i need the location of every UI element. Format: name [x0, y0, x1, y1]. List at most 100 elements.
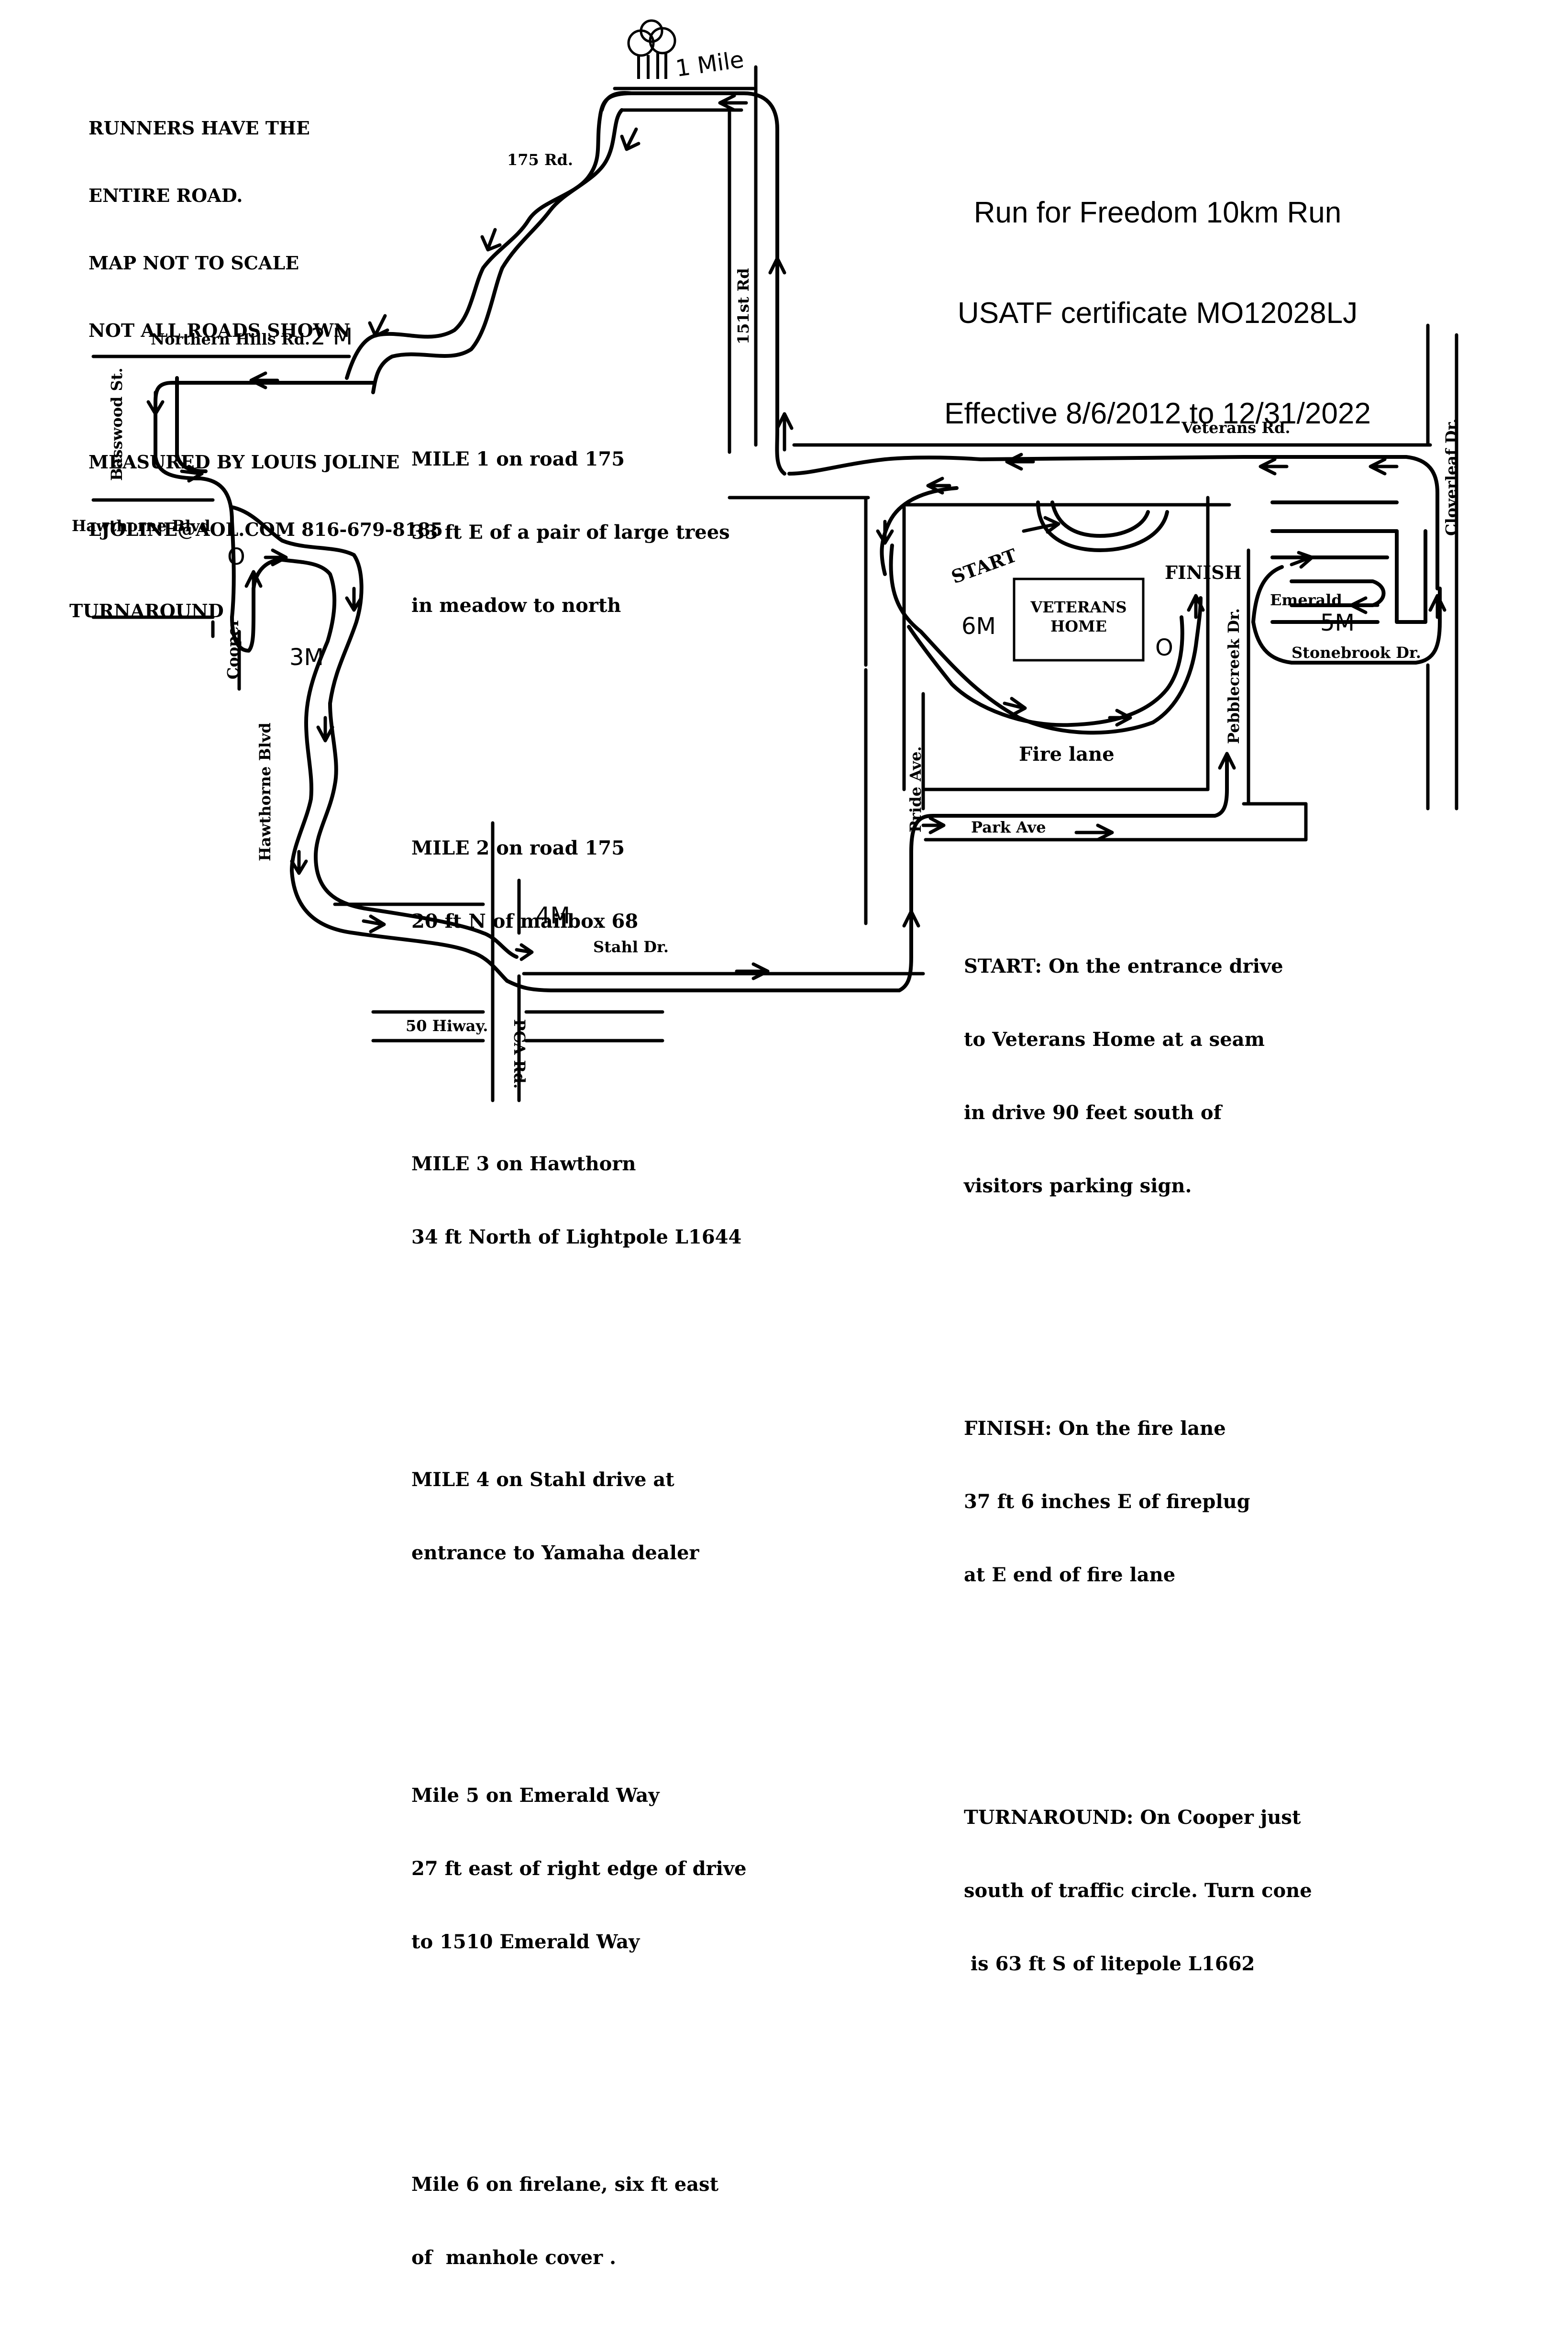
header-note-line-1: RUNNERS HAVE THE	[88, 117, 310, 139]
label-50-hiway: 50 Hiway.	[406, 1017, 488, 1035]
arrow-fire-lane-east	[1108, 709, 1132, 727]
marker-circle-west: O	[227, 544, 245, 570]
arrow-start	[1022, 516, 1060, 534]
mile-note-1-line-2: 33 ft E of a pair of large trees	[411, 521, 730, 544]
label-cloverleaf: Cloverleaf Dr.	[1442, 418, 1460, 536]
arrow-finish-north	[1187, 594, 1205, 619]
label-basswood: Basswood St.	[108, 367, 126, 481]
route-175-wavy-outer	[345, 91, 633, 380]
mile-note-5-line-3: to 1510 Emerald Way	[411, 1931, 640, 1953]
arrow-151st-north	[768, 256, 786, 327]
arrow-hawthorne-east	[362, 914, 386, 933]
arrow-cooper-up	[244, 570, 263, 600]
route-175-wavy-inner	[371, 108, 624, 394]
arrow-cloverleaf-north	[1428, 594, 1447, 619]
veterans-home-building	[1013, 577, 1145, 662]
course-map: VETERANS HOME 175 Rd. Northern Hills Rd.…	[69, 19, 1460, 1102]
arrow-park-east-2	[921, 816, 946, 834]
arrow-veterans-west-3	[1369, 457, 1399, 476]
finish-note: FINISH: On the fire lane 37 ft 6 inches …	[964, 1367, 1312, 1636]
arrow-175-sw-2	[480, 228, 502, 252]
label-pride-ave: Pride Ave.	[906, 746, 925, 833]
mile-note-2: MILE 2 on road 175 20 ft N of mailbox 68	[411, 787, 747, 982]
route-pebblecreek-loop	[1251, 565, 1284, 624]
mile-note-4-head: MILE 4 on Stahl drive at	[411, 1468, 674, 1491]
arrow-pebblecreek-north	[1218, 752, 1236, 777]
finish-label: FINISH	[1165, 562, 1242, 583]
mile-note-3: MILE 3 on Hawthorn 34 ft North of Lightp…	[411, 1103, 747, 1298]
marker-mile-2: 2 M	[311, 323, 353, 350]
route-campus-inner-loop	[880, 486, 959, 576]
start-note-line-3: in drive 90 feet south of	[964, 1101, 1222, 1124]
arrow-hawthorne-se	[180, 465, 204, 483]
mile-notes: MILE 1 on road 175 33 ft E of a pair of …	[411, 349, 747, 2343]
route-entrance-drive-inner	[1050, 500, 1150, 538]
mile-note-6: Mile 6 on firelane, six ft east of manho…	[411, 2123, 747, 2319]
label-pca-rd: PCA Rd.	[510, 1019, 529, 1089]
header-note: RUNNERS HAVE THE ENTIRE ROAD. MAP NOT TO…	[88, 72, 443, 563]
start-note-line-4: visitors parking sign.	[964, 1175, 1192, 1197]
arrow-basswood-south	[146, 390, 165, 416]
arrow-emerald-east	[1290, 551, 1314, 569]
finish-note-line-3: at E end of fire lane	[964, 1564, 1176, 1586]
finish-note-line-2: 37 ft 6 inches E of fireplug	[964, 1490, 1250, 1513]
label-veterans-rd: Veterans Rd.	[1181, 419, 1291, 437]
mile-note-2-head: MILE 2 on road 175	[411, 837, 625, 859]
label-emerald: Emerald	[1270, 591, 1342, 609]
mile-note-6-head: Mile 6 on firelane, six ft east	[411, 2173, 719, 2196]
arrow-fire-lane-se	[1003, 697, 1027, 717]
turnaround-note-line-2: south of traffic circle. Turn cone	[964, 1879, 1312, 1902]
arrow-stahl-east	[735, 962, 770, 980]
arrow-emerald-west	[1349, 596, 1380, 614]
label-cooper: Cooper	[224, 618, 242, 679]
arrow-pride-north	[902, 910, 920, 940]
mile-note-5-line-2: 27 ft east of right edge of drive	[411, 1857, 747, 1880]
route-turnaround-west	[230, 558, 284, 653]
label-151st-rd: 151st Rd	[734, 268, 752, 344]
header-note-line-4: NOT ALL ROADS SHOWN	[88, 320, 351, 341]
turnaround-note-line-3: is 63 ft S of litepole L1662	[964, 1953, 1255, 1975]
label-northern-hills: Northern Hills Rd.	[151, 330, 310, 348]
arrow-park-east	[1074, 823, 1114, 842]
route-stahl-east	[505, 754, 1229, 992]
arrow-151st-north-2	[775, 412, 794, 452]
marker-mile-4: 4M	[536, 902, 570, 929]
label-stonebrook: Stonebrook Dr.	[1292, 644, 1421, 662]
arrow-175-sw-3	[368, 314, 389, 338]
tree-icon	[627, 19, 676, 79]
mile-note-6-line-2: of manhole cover .	[411, 2246, 617, 2269]
fire-lane-label: Fire lane	[1019, 743, 1115, 766]
arrow-hawthorne-south-3	[290, 850, 308, 875]
header-note-line-3: MAP NOT TO SCALE	[88, 252, 299, 274]
label-park-ave: Park Ave	[971, 818, 1046, 836]
mile-note-4-line-2: entrance to Yamaha dealer	[411, 1542, 699, 1564]
title-line-1: Run for Freedom 10km Run	[973, 196, 1342, 229]
marker-circle-finish: O	[1155, 634, 1173, 661]
arrow-veterans-west-1	[1005, 453, 1035, 471]
start-note-line-1: START: On the entrance drive	[964, 955, 1283, 977]
route-emerald-right-box	[1395, 529, 1427, 624]
route-stonebrook	[1251, 587, 1442, 665]
arrow-turn-east	[264, 548, 288, 566]
marker-mile-1: 1 Mile	[674, 46, 746, 82]
direction-arrows	[146, 94, 1447, 980]
route-hawthorne-inner	[280, 558, 509, 983]
title-line-3: Effective 8/6/2012 to 12/31/2022	[944, 397, 1371, 430]
arrow-northern-hills-west	[249, 371, 279, 389]
mile-note-3-line-2: 34 ft North of Lightpole L1644	[411, 1226, 742, 1248]
label-hawthorne-blvd: Hawthorne Blvd	[72, 517, 210, 535]
mile-note-4: MILE 4 on Stahl drive at entrance to Yam…	[411, 1419, 747, 1614]
marker-mile-3: 3M	[289, 644, 324, 671]
veterans-home-label-2: HOME	[1050, 617, 1107, 635]
arrow-stahl-se	[515, 943, 534, 961]
course-notes: START: On the entrance drive to Veterans…	[964, 856, 1312, 2049]
measured-by: MEASURED BY LOUIS JOLINE	[88, 451, 400, 473]
mile-note-1-line-3: in meadow to north	[411, 594, 621, 617]
marker-mile-5: 5M	[1320, 610, 1355, 636]
label-175-rd: 175 Rd.	[507, 151, 573, 169]
turnaround-label: TURNAROUND	[69, 600, 224, 622]
route-fire-lane-inner	[907, 615, 1184, 727]
mile-note-1: MILE 1 on road 175 33 ft E of a pair of …	[411, 398, 747, 666]
label-hawthorne-blvd-vertical: Hawthorne Blvd	[256, 722, 274, 861]
arrow-campus-west	[926, 477, 951, 495]
